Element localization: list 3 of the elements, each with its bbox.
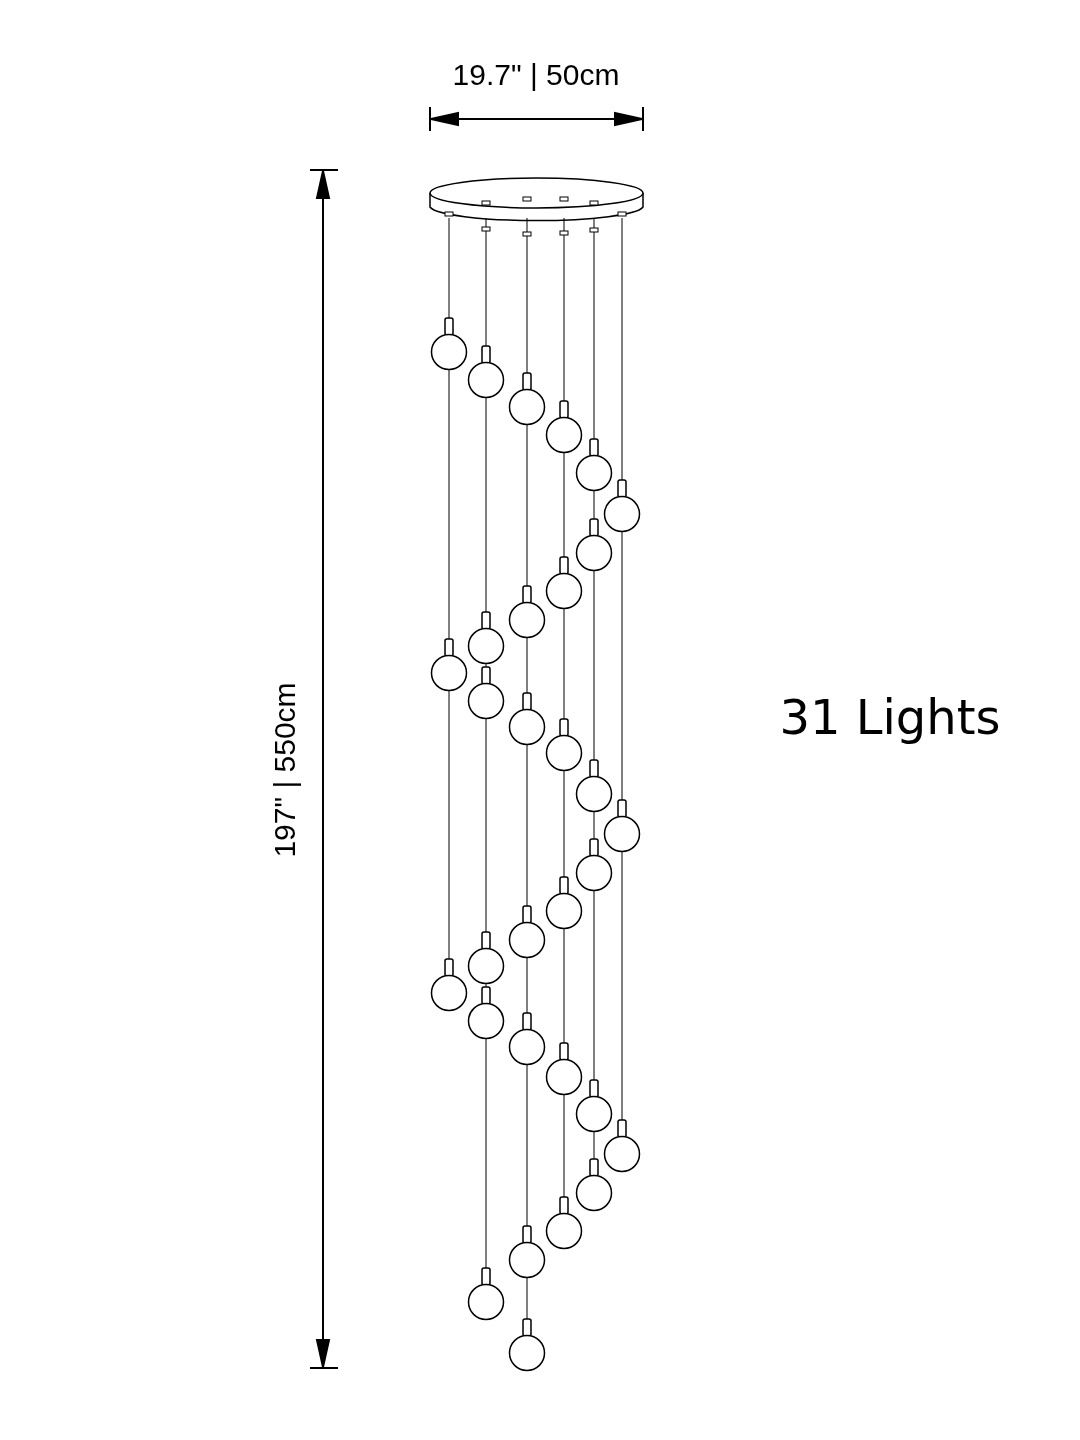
dimension-label: 19.7" | 50cm <box>451 57 621 93</box>
dimension-label: 197" | 550cm <box>267 681 302 860</box>
light-count-label: 31 Lights <box>778 688 1002 746</box>
